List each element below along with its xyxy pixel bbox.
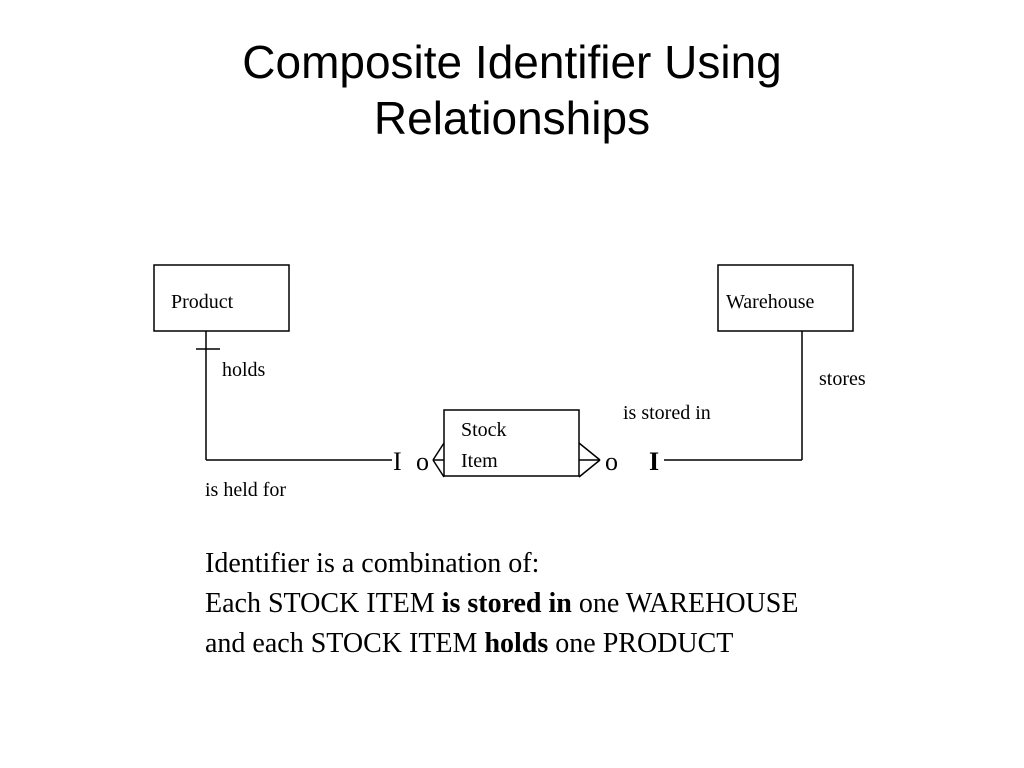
warehouse-box bbox=[717, 264, 854, 332]
warehouse-entity: Warehouse bbox=[717, 264, 854, 332]
is-stored-in-label: is stored in bbox=[623, 402, 711, 424]
crowfoot-left-lower bbox=[432, 459, 445, 478]
right-optional-mark: o bbox=[605, 447, 618, 476]
description-line-1: Identifier is a combination of: bbox=[205, 548, 540, 579]
stores-label: stores bbox=[819, 368, 866, 390]
slide-title-line-2: Relationships bbox=[373, 92, 651, 144]
warehouse-stock-item-relationship: o I bbox=[578, 331, 803, 478]
crowfoot-right-upper bbox=[578, 442, 601, 461]
holds-label: holds bbox=[222, 359, 266, 381]
is-held-for-label: is held for bbox=[205, 479, 286, 501]
description-line-3-end: one PRODUCT bbox=[548, 628, 734, 659]
product-entity: Product bbox=[153, 264, 290, 332]
slide-title-line-1: Composite Identifier Using bbox=[242, 36, 782, 88]
description-line-3-start: and each STOCK ITEM bbox=[205, 628, 485, 659]
description-line-2: Each STOCK ITEM is stored in one WAREHOU… bbox=[205, 584, 798, 624]
stock-item-label-line-2: Item bbox=[461, 450, 498, 472]
description-line-2-emphasis: is stored in bbox=[441, 588, 572, 619]
slide-title: Composite Identifier Using Relationships bbox=[0, 34, 1024, 146]
product-box bbox=[153, 264, 290, 332]
product-label: Product bbox=[171, 291, 234, 313]
crowfoot-left-upper bbox=[432, 442, 445, 461]
left-optional-mark: o bbox=[416, 447, 429, 476]
description-line-2-start: Each STOCK ITEM bbox=[205, 588, 442, 619]
warehouse-label: Warehouse bbox=[726, 291, 814, 313]
description-line-2-end: one WAREHOUSE bbox=[571, 588, 799, 619]
description-line-3: and each STOCK ITEM holds one PRODUCT bbox=[205, 624, 798, 664]
left-identifier-mark: I bbox=[393, 447, 402, 476]
crowfoot-right-lower bbox=[578, 459, 601, 478]
product-stock-item-relationship: I o bbox=[196, 331, 445, 478]
stock-item-entity: Stock Item bbox=[443, 409, 580, 477]
identifier-description: Identifier is a combination of: Each STO… bbox=[205, 544, 798, 664]
right-identifier-mark: I bbox=[649, 447, 659, 476]
description-line-3-emphasis: holds bbox=[484, 628, 549, 659]
stock-item-label-line-1: Stock bbox=[461, 419, 507, 441]
